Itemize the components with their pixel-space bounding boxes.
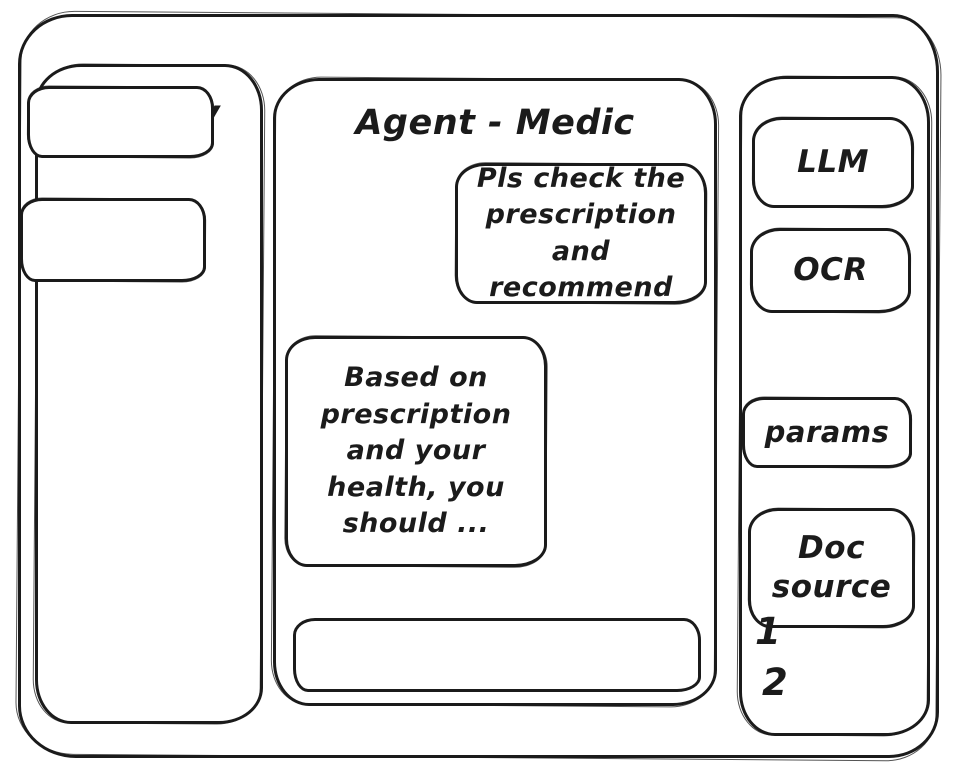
params-button[interactable]: params — [742, 397, 912, 468]
ocr-button[interactable]: OCR — [750, 228, 911, 313]
llm-button[interactable]: LLM — [752, 117, 914, 208]
chat-message-assistant: Based on prescription and your health, y… — [285, 336, 547, 567]
history-item[interactable] — [27, 86, 214, 158]
history-sidebar: History — [35, 64, 263, 724]
chat-input[interactable] — [293, 618, 701, 692]
history-item[interactable] — [20, 198, 206, 282]
doc-source-item-1[interactable]: 1 — [755, 610, 782, 653]
chat-title: Agent - Medic — [355, 103, 635, 143]
chat-message-user: Pls check the prescription and recommend — [455, 163, 707, 304]
doc-source-item-2[interactable]: 2 — [762, 661, 789, 704]
doc-source-button[interactable]: Doc source — [748, 508, 915, 628]
